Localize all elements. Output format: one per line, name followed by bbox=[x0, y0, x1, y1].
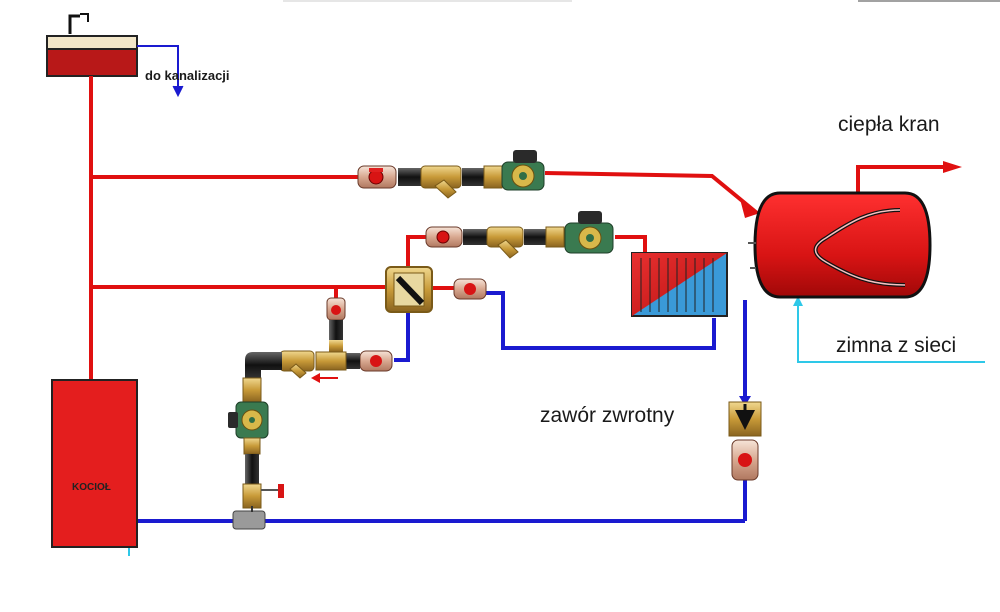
hot-tap-label: ciepła kran bbox=[838, 113, 940, 136]
pump-icon bbox=[501, 150, 545, 191]
strainer-icon bbox=[279, 350, 315, 379]
ball-valve-icon bbox=[359, 350, 393, 372]
heat-exchanger-icon bbox=[631, 252, 728, 317]
drain-label: do kanalizacji bbox=[145, 68, 230, 83]
pump-icon bbox=[228, 401, 269, 439]
ball-valve-icon bbox=[357, 165, 397, 189]
cold-mains-pipe bbox=[128, 296, 985, 556]
middle-circuit-fittings bbox=[425, 211, 614, 259]
expansion-tank-icon bbox=[46, 13, 138, 77]
drain-pipe bbox=[137, 45, 184, 98]
bypass-fittings bbox=[326, 297, 346, 352]
upper-circuit-fittings bbox=[357, 150, 545, 199]
pump-icon bbox=[564, 211, 614, 254]
ball-valve-icon bbox=[425, 226, 463, 248]
strainer-icon bbox=[420, 165, 462, 199]
gate-valve-icon bbox=[242, 483, 284, 509]
check-valve-icon bbox=[728, 401, 762, 437]
return-flow-arrow bbox=[739, 396, 751, 406]
ball-valve-icon bbox=[453, 278, 487, 300]
dhw-cylinder-icon bbox=[748, 191, 932, 299]
cold-mains-label: zimna z sieci bbox=[836, 334, 957, 357]
return-assembly bbox=[228, 350, 393, 530]
strainer-icon bbox=[486, 226, 524, 259]
hot-tap-arrow bbox=[943, 161, 962, 173]
boiler-icon bbox=[51, 379, 138, 548]
check-valve-label: zawór zwrotny bbox=[540, 404, 675, 427]
ball-valve-icon bbox=[731, 439, 759, 481]
boiler-label: KOCIOŁ bbox=[72, 482, 111, 493]
dhw-flow-arrow bbox=[740, 199, 760, 218]
mixing-valve-icon bbox=[385, 266, 433, 313]
